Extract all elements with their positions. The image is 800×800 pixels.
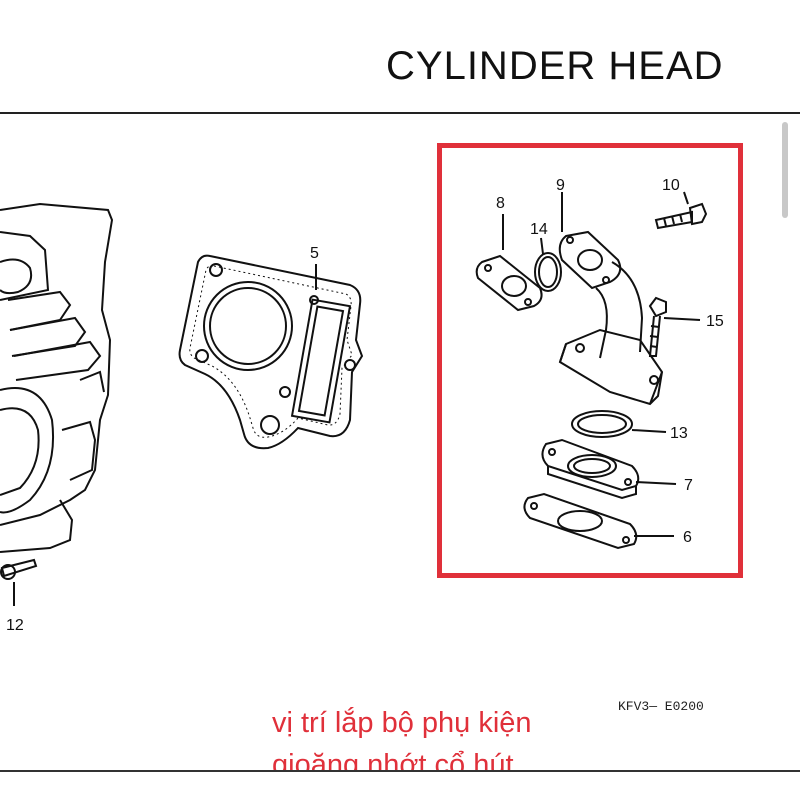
highlight-box — [437, 143, 743, 578]
callout-15: 15 — [706, 313, 724, 330]
bolt-15 — [648, 296, 701, 357]
callout-6: 6 — [683, 529, 692, 546]
callout-10: 10 — [662, 177, 680, 194]
callout-7: 7 — [684, 477, 693, 494]
callout-8: 8 — [496, 195, 505, 212]
caption-line-1: vị trí lắp bộ phụ kiện — [272, 707, 532, 739]
cylinder-head — [0, 202, 114, 606]
o-ring-13 — [571, 410, 667, 438]
bottom-rule — [0, 770, 800, 772]
scrollbar-thumb[interactable] — [782, 122, 788, 218]
insulator — [541, 438, 677, 500]
intake-pipe — [558, 192, 664, 406]
callout-13: 13 — [670, 425, 688, 442]
callout-14: 14 — [530, 221, 548, 238]
page-title: CYLINDER HEAD — [386, 44, 724, 88]
insulator-gasket — [475, 214, 543, 312]
diagram-code: KFV3— E0200 — [618, 699, 704, 714]
carburetor-gasket — [523, 492, 674, 550]
bolt-10 — [654, 191, 708, 230]
callout-9: 9 — [556, 177, 565, 194]
o-ring — [534, 237, 562, 292]
callout-5: 5 — [310, 245, 319, 262]
header-rule — [0, 112, 800, 114]
cylinder-gasket — [178, 254, 364, 450]
callout-12: 12 — [6, 617, 24, 634]
bottom-mask — [0, 772, 800, 800]
